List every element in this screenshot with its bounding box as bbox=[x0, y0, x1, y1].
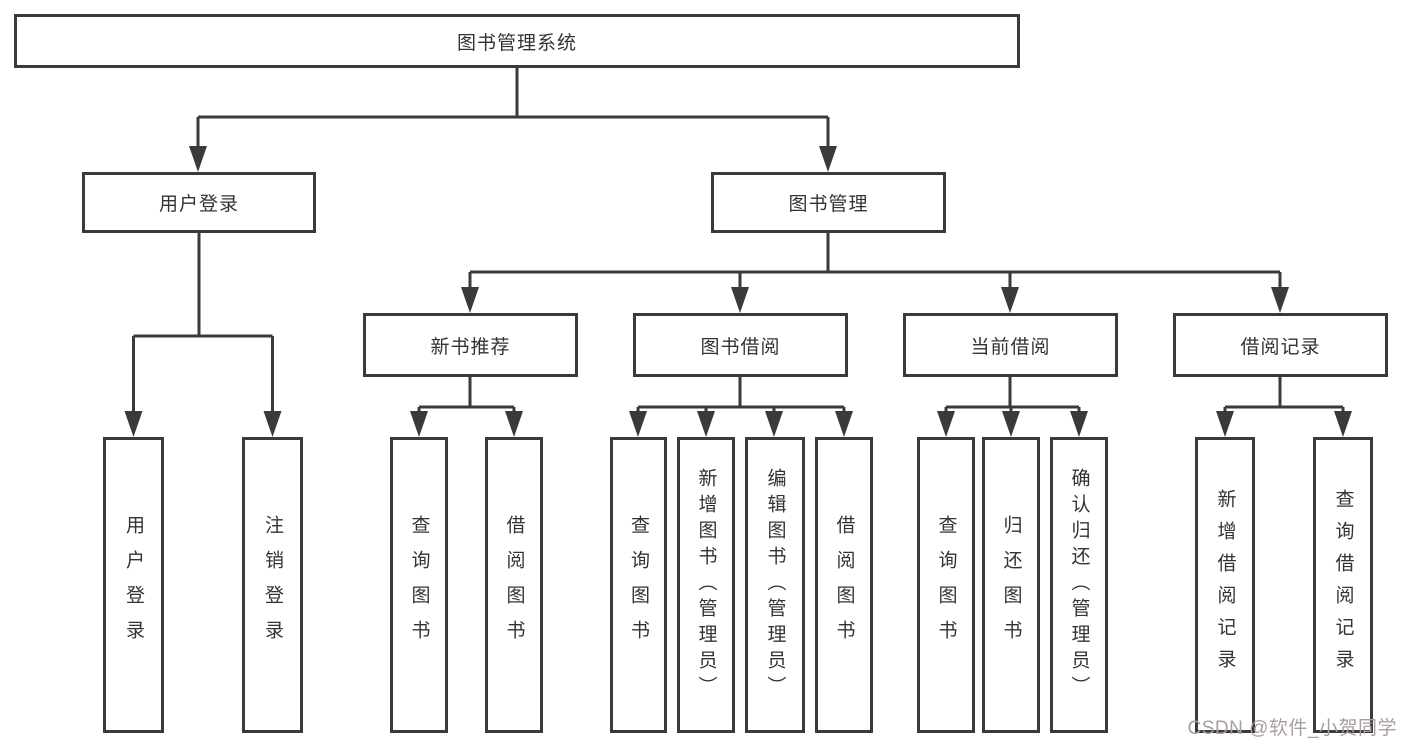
node-new-book-recommend-label: 新书推荐 bbox=[430, 336, 511, 358]
leaf-query-borrow-record: 查询借阅记录 bbox=[1313, 437, 1373, 733]
leaf-user-login-label: 用户登录 bbox=[123, 515, 144, 655]
leaf-return-books: 归还图书 bbox=[982, 437, 1040, 733]
leaf-borrow-books-label: 借阅图书 bbox=[833, 515, 855, 655]
leaf-add-books-admin: 新增图书（管理员） bbox=[677, 437, 735, 733]
csdn-watermark: CSDN @软件_小贺同学 bbox=[1187, 718, 1397, 739]
node-current-borrow: 当前借阅 bbox=[903, 313, 1118, 377]
leaf-query-borrow-record-label: 查询借阅记录 bbox=[1332, 489, 1354, 681]
node-borrow-record: 借阅记录 bbox=[1173, 313, 1388, 377]
leaf-logout: 注销登录 bbox=[242, 437, 303, 733]
node-book-management-label: 图书管理 bbox=[788, 194, 869, 215]
leaf-query-books-current: 查询图书 bbox=[917, 437, 975, 733]
leaf-confirm-return-admin-label: 确认归还（管理员） bbox=[1068, 468, 1090, 702]
node-root-label: 图书管理系统 bbox=[456, 32, 577, 54]
leaf-query-books-current-label: 查询图书 bbox=[935, 515, 957, 655]
node-current-borrow-label: 当前借阅 bbox=[970, 336, 1051, 358]
leaf-user-login: 用户登录 bbox=[103, 437, 164, 733]
leaf-borrow-books-recommend-label: 借阅图书 bbox=[503, 515, 525, 655]
leaf-add-borrow-record: 新增借阅记录 bbox=[1195, 437, 1255, 733]
leaf-query-books-borrow: 查询图书 bbox=[610, 437, 667, 733]
leaf-confirm-return-admin: 确认归还（管理员） bbox=[1050, 437, 1108, 733]
leaf-logout-label: 注销登录 bbox=[262, 515, 283, 655]
node-root: 图书管理系统 bbox=[14, 14, 1020, 68]
leaf-add-borrow-record-label: 新增借阅记录 bbox=[1214, 489, 1236, 681]
node-user-login-label: 用户登录 bbox=[158, 194, 239, 215]
leaf-query-books-borrow-label: 查询图书 bbox=[628, 515, 649, 655]
leaf-edit-books-admin: 编辑图书（管理员） bbox=[745, 437, 805, 733]
leaf-borrow-books-recommend: 借阅图书 bbox=[485, 437, 543, 733]
node-new-book-recommend: 新书推荐 bbox=[363, 313, 578, 377]
node-user-login: 用户登录 bbox=[82, 172, 316, 233]
leaf-borrow-books: 借阅图书 bbox=[815, 437, 873, 733]
node-book-management: 图书管理 bbox=[711, 172, 946, 233]
leaf-edit-books-admin-label: 编辑图书（管理员） bbox=[764, 468, 786, 702]
node-book-borrow: 图书借阅 bbox=[633, 313, 848, 377]
leaf-add-books-admin-label: 新增图书（管理员） bbox=[695, 468, 717, 702]
leaf-query-books-recommend-label: 查询图书 bbox=[408, 515, 430, 655]
node-borrow-record-label: 借阅记录 bbox=[1240, 336, 1321, 358]
leaf-query-books-recommend: 查询图书 bbox=[390, 437, 448, 733]
leaf-return-books-label: 归还图书 bbox=[1000, 515, 1022, 655]
node-book-borrow-label: 图书借阅 bbox=[700, 336, 781, 358]
